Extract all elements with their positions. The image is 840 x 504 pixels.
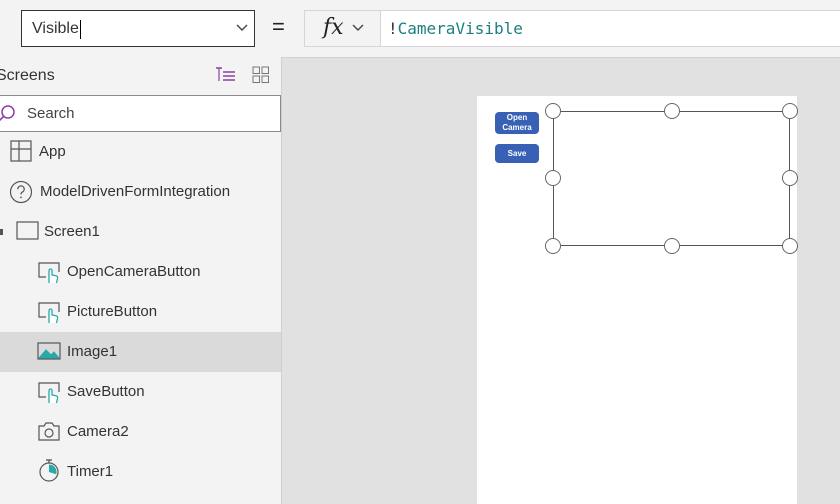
open-camera-label-line1: Open bbox=[506, 113, 528, 122]
tree-item-savebutton[interactable]: SaveButton bbox=[0, 372, 281, 412]
open-camera-label-line2: Camera bbox=[502, 123, 532, 132]
button-icon bbox=[38, 302, 60, 324]
formula-input[interactable]: !CameraVisible bbox=[380, 10, 840, 47]
search-input[interactable] bbox=[27, 104, 267, 122]
equals-sign: = bbox=[272, 14, 285, 39]
resize-handle-middle-left[interactable] bbox=[545, 170, 561, 186]
tree-item-modeldrivenformintegration[interactable]: ModelDrivenFormIntegration bbox=[0, 172, 281, 212]
tree-search-box[interactable] bbox=[0, 95, 281, 132]
timer-icon bbox=[39, 459, 59, 482]
tree-item-label: ModelDrivenFormIntegration bbox=[40, 183, 231, 200]
collapse-arrow-icon[interactable] bbox=[0, 229, 3, 235]
tree-view-title: Screens bbox=[0, 67, 55, 84]
tree-item-camera2[interactable]: Camera2 bbox=[0, 412, 281, 452]
formula-identifier: CameraVisible bbox=[397, 19, 523, 38]
search-icon bbox=[0, 105, 15, 122]
text-cursor bbox=[80, 20, 81, 39]
formula-text: !CameraVisible bbox=[388, 19, 523, 38]
tree-item-timer1[interactable]: Timer1 bbox=[0, 452, 281, 492]
chevron-down-icon bbox=[352, 24, 364, 31]
fx-label: fx bbox=[323, 15, 344, 40]
tree-item-opencamerabutton[interactable]: OpenCameraButton bbox=[0, 252, 281, 292]
formula-operator: ! bbox=[388, 19, 398, 38]
tree-item-picturebutton[interactable]: PictureButton bbox=[0, 292, 281, 332]
button-icon bbox=[38, 382, 60, 404]
image-icon bbox=[37, 342, 61, 360]
camera-icon bbox=[38, 422, 60, 441]
tree-view-panel: Screens App bbox=[0, 57, 282, 504]
tree-item-label: App bbox=[39, 143, 66, 160]
property-dropdown[interactable]: Visible bbox=[21, 10, 255, 47]
tree-item-image1[interactable]: Image1 bbox=[0, 332, 281, 372]
app-icon bbox=[10, 140, 32, 162]
tree-item-app[interactable]: App bbox=[0, 132, 281, 172]
button-icon bbox=[38, 262, 60, 284]
tree-item-label: SaveButton bbox=[67, 383, 145, 400]
tree-item-label: OpenCameraButton bbox=[67, 263, 201, 280]
resize-handle-middle-right[interactable] bbox=[782, 170, 798, 186]
tree-view-icon[interactable] bbox=[215, 66, 237, 84]
resize-handle-bottom-right[interactable] bbox=[782, 238, 798, 254]
property-dropdown-value: Visible bbox=[32, 20, 79, 37]
tree-item-screen1[interactable]: Screen1 bbox=[0, 212, 281, 252]
save-button-label: Save bbox=[507, 148, 527, 158]
resize-handle-top-center[interactable] bbox=[664, 103, 680, 119]
resize-handle-bottom-center[interactable] bbox=[664, 238, 680, 254]
tree-item-label: Camera2 bbox=[67, 423, 129, 440]
fx-button[interactable]: fx bbox=[304, 10, 380, 47]
tree-item-label: PictureButton bbox=[67, 303, 158, 320]
save-button[interactable]: Save bbox=[495, 144, 539, 163]
selected-control-frame[interactable] bbox=[553, 111, 790, 246]
resize-handle-bottom-left[interactable] bbox=[545, 238, 561, 254]
chevron-down-icon bbox=[236, 24, 248, 31]
tree-view-header: Screens bbox=[0, 57, 281, 95]
help-circle-icon bbox=[9, 180, 33, 204]
tree-item-label: Screen1 bbox=[44, 223, 100, 240]
screen-icon bbox=[16, 221, 39, 240]
thumbnail-view-icon[interactable] bbox=[252, 66, 270, 84]
resize-handle-top-right[interactable] bbox=[782, 103, 798, 119]
formula-bar: Visible = fx !CameraVisible bbox=[0, 0, 840, 58]
tree-item-label: Image1 bbox=[67, 343, 118, 360]
tree-item-label: Timer1 bbox=[67, 463, 114, 480]
resize-handle-top-left[interactable] bbox=[545, 103, 561, 119]
